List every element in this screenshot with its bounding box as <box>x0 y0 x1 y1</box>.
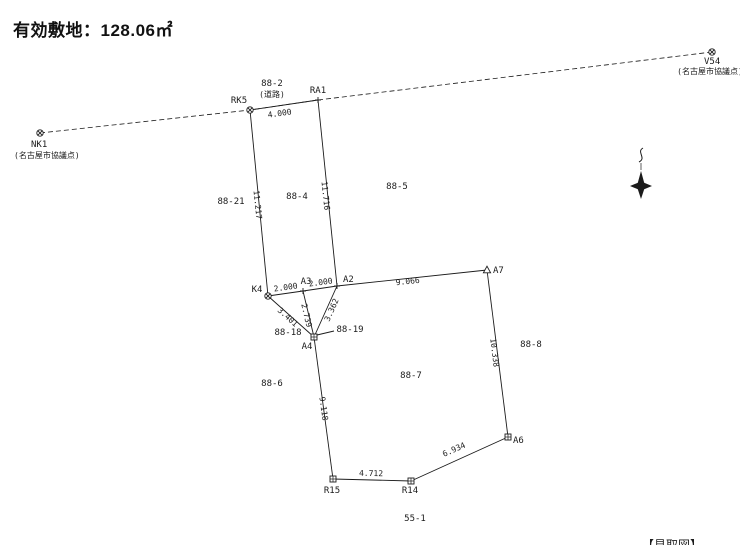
survey-marker-nk1 <box>36 129 44 137</box>
page-title: 有効敷地：128.06㎡ <box>13 21 173 40</box>
point-label: R15 <box>324 486 340 496</box>
parcel-label: 88-8 <box>520 340 542 350</box>
distance-label: 9.066 <box>395 276 420 287</box>
point-label: K4 <box>252 285 263 295</box>
point-label: A3 <box>301 277 312 287</box>
boundary-line <box>313 336 334 480</box>
boundary-line <box>267 295 315 338</box>
point-subtitle: (名古屋市協議点) <box>677 66 740 76</box>
circle-x-icon <box>247 107 253 113</box>
boundary-line <box>332 478 412 482</box>
parcel-label: 88-5 <box>386 182 408 192</box>
distance-label: 2.000 <box>273 281 298 293</box>
north-squiggle-icon <box>638 147 644 163</box>
survey-marker-r15 <box>329 475 337 483</box>
survey-marker-rk5 <box>246 106 254 114</box>
point-label: R14 <box>402 486 418 496</box>
parcel-label: 88-19 <box>336 325 363 335</box>
circle-x-icon <box>37 130 43 136</box>
distance-label: 4.712 <box>359 469 383 478</box>
distance-label: 2.739 <box>299 303 313 329</box>
distance-label: 6.934 <box>441 441 467 459</box>
boundary-line <box>313 285 338 338</box>
parcel-label: 88-21 <box>217 197 244 207</box>
survey-marker-a4 <box>310 333 318 341</box>
distance-label: 3.401 <box>276 306 300 329</box>
boundary-line <box>302 285 338 292</box>
circle-x-icon <box>265 293 271 299</box>
distance-label: 9.118 <box>317 396 329 421</box>
parcel-label: 55-1 <box>404 514 426 524</box>
parcel-label: 88-7 <box>400 371 422 381</box>
boundary-line <box>316 330 335 336</box>
point-label: V54 <box>704 57 720 67</box>
parcel-label: 88-18 <box>274 328 301 338</box>
survey-marker-a7 <box>482 265 492 274</box>
point-label: RA1 <box>310 86 326 96</box>
point-label: NK1 <box>31 140 47 150</box>
distance-label: 4.000 <box>267 107 292 119</box>
survey-marker-a3 <box>300 288 306 294</box>
parcel-label: 88-2 <box>261 79 283 89</box>
survey-marker-r14 <box>407 477 415 485</box>
parcel-label: (道路) <box>259 89 285 99</box>
point-label: A2 <box>343 275 354 285</box>
point-label: RK5 <box>231 96 247 106</box>
boundary-line <box>410 436 509 482</box>
distance-label: 2.000 <box>308 276 333 288</box>
boundary-line <box>302 290 315 338</box>
distance-label: 3.362 <box>323 297 341 323</box>
survey-marker-a2 <box>334 283 340 289</box>
distance-label: 10.338 <box>488 338 500 368</box>
triangle-icon <box>482 265 492 274</box>
circle-x-icon <box>709 49 715 55</box>
boundary-line <box>249 99 319 111</box>
point-label: A7 <box>493 266 504 276</box>
reference-dashed-line <box>39 51 713 134</box>
survey-marker-k4 <box>264 292 272 300</box>
boundary-line <box>336 269 488 287</box>
point-label: A4 <box>302 342 313 352</box>
distance-label: 11.217 <box>252 190 264 220</box>
distance-label: 11.716 <box>320 181 332 211</box>
parcel-label: 88-6 <box>261 379 283 389</box>
boundary-line <box>249 109 269 297</box>
survey-marker-a6 <box>504 433 512 441</box>
point-subtitle: (名古屋市協議点) <box>14 150 80 160</box>
survey-marker-ra1 <box>315 97 321 103</box>
north-star-icon <box>630 171 652 199</box>
point-label: A6 <box>513 436 524 446</box>
boundary-line <box>267 290 304 297</box>
parcel-label: 88-4 <box>286 192 308 202</box>
bottom-sheet-label: 【見取図】 <box>642 538 702 545</box>
survey-marker-v54 <box>708 48 716 56</box>
boundary-line <box>486 269 509 438</box>
boundary-line <box>317 99 338 287</box>
